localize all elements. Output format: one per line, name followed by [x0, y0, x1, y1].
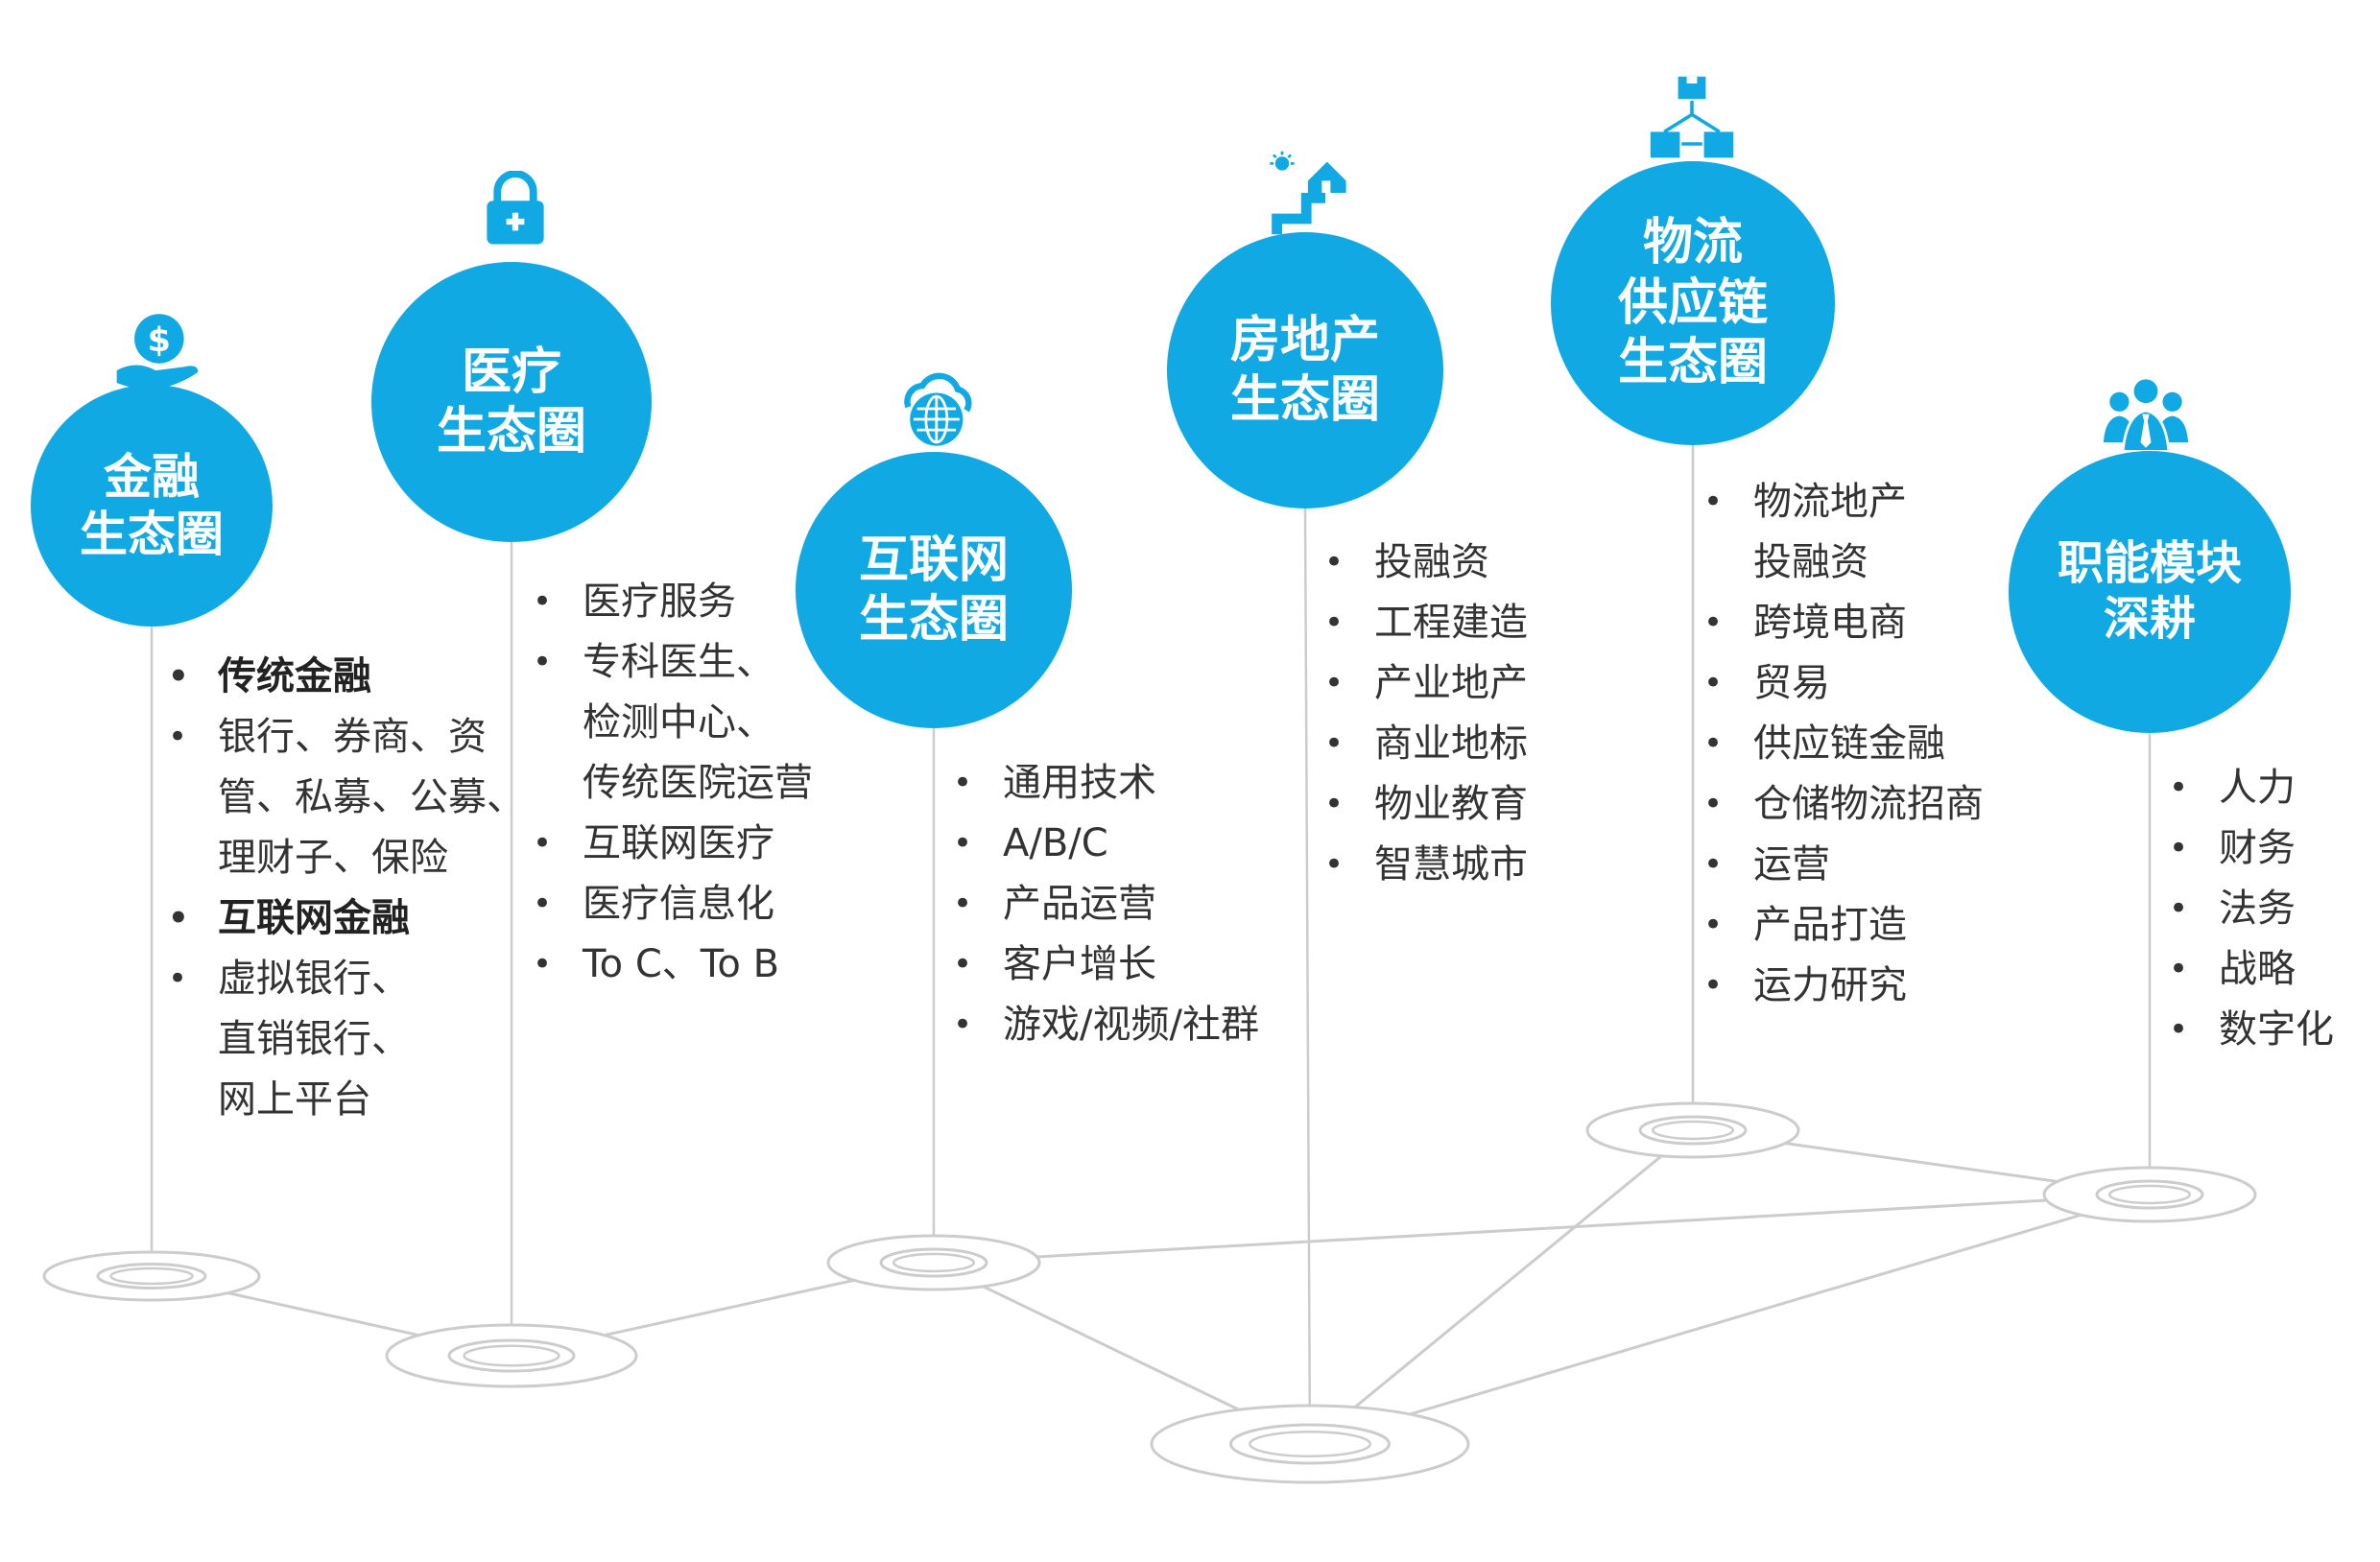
item-list-functions: 人力财务法务战略数字化 [2169, 758, 2361, 1060]
ground-node-realestate [1150, 1404, 1470, 1484]
list-item: 医疗信息化 [533, 874, 859, 935]
list-item: 物流地产 投融资 [1703, 472, 2030, 593]
ecosystem-title: 物流 供应链 生态圈 [1617, 214, 1768, 392]
ecosystem-circle-internet: 互联网 生态圈 [796, 452, 1072, 728]
ecosystem-title: 房地产 生态圈 [1229, 311, 1380, 429]
list-item: 法务 [2169, 879, 2361, 939]
ecosystem-circle-functions: 职能模块 深耕 [2009, 451, 2291, 733]
list-item: 产业地产 [1324, 653, 1631, 714]
ecosystem-circle-logistics: 物流 供应链 生态圈 [1551, 161, 1835, 445]
list-item: 工程建造 [1324, 593, 1631, 653]
item-list-realestate: 投融资工程建造产业地产商业地标物业教育智慧城市 [1324, 532, 1631, 895]
list-item: 互联网金融 [168, 888, 533, 949]
list-item: 传统金融 [168, 647, 533, 707]
item-list-medical: 医疗服务专科医生、 检测中心、 传统医院运营互联网医疗医疗信息化To C、To … [533, 572, 859, 995]
list-item: 运力研究 [1703, 956, 2030, 1016]
list-item: 专科医生、 检测中心、 传统医院运营 [533, 632, 859, 814]
list-item: 银行、券商、资 管、私募、公募、 理财子、保险 [168, 707, 533, 888]
ecosystem-circle-medical: 医疗 生态圈 [371, 262, 652, 542]
item-list-logistics: 物流地产 投融资跨境电商贸易供应链金融仓储物流招商运营产品打造运力研究 [1703, 472, 2030, 1016]
ground-node-logistics [1585, 1101, 1800, 1159]
list-item: 跨境电商 [1703, 593, 2030, 653]
supply-boxes-icon [1649, 75, 1735, 161]
svg-text:$: $ [148, 321, 171, 360]
list-item: To C、To B [533, 935, 859, 995]
ground-node-medical [385, 1323, 638, 1388]
list-item: 虚拟银行、 直销银行、 网上平台 [168, 949, 533, 1130]
list-item: 供应链金融 [1703, 714, 2030, 774]
list-item: 战略 [2169, 939, 2361, 1000]
ground-node-internet [826, 1234, 1041, 1291]
item-list-internet: 通用技术A/B/C产品运营客户增长游戏/视频/社群 [953, 753, 1279, 1055]
stem-line-realestate [1303, 508, 1312, 1445]
list-item: 互联网医疗 [533, 814, 859, 874]
ecosystem-circle-realestate: 房地产 生态圈 [1167, 232, 1443, 509]
ground-node-finance [42, 1250, 261, 1302]
list-item: 投融资 [1324, 532, 1631, 593]
list-item: 客户增长 [953, 935, 1279, 995]
ecosystem-circle-finance: 金融 生态圈 [31, 385, 273, 627]
list-item: 智慧城市 [1324, 835, 1631, 895]
ecosystem-title: 金融 生态圈 [80, 449, 224, 562]
list-item: A/B/C [953, 814, 1279, 874]
ecosystem-title: 互联网 生态圈 [858, 531, 1009, 649]
connection-line-3 [1309, 1128, 1694, 1446]
connection-line-6 [1309, 1193, 2151, 1446]
list-item: 通用技术 [953, 753, 1279, 814]
list-item: 数字化 [2169, 1000, 2361, 1060]
list-item: 财务 [2169, 818, 2361, 879]
list-item: 仓储物流招商 [1703, 774, 2030, 835]
list-item: 贸易 [1703, 653, 2030, 714]
connection-line-4 [933, 1193, 2151, 1265]
list-item: 运营 [1703, 835, 2030, 895]
people-group-icon [2102, 367, 2190, 455]
list-item: 物业教育 [1324, 774, 1631, 835]
money-hand-icon: $ [113, 305, 202, 393]
list-item: 产品打造 [1703, 895, 2030, 956]
house-road-icon [1265, 150, 1351, 236]
ground-node-functions [2042, 1166, 2257, 1223]
list-item: 游戏/视频/社群 [953, 995, 1279, 1055]
list-item: 医疗服务 [533, 572, 859, 632]
item-list-finance: 传统金融银行、券商、资 管、私募、公募、 理财子、保险互联网金融虚拟银行、 直销… [168, 647, 533, 1130]
list-item: 人力 [2169, 758, 2361, 818]
ecosystem-title: 职能模块 深耕 [2057, 536, 2242, 646]
ecosystem-title: 医疗 生态圈 [436, 343, 586, 461]
medical-lock-icon [478, 170, 553, 246]
list-item: 产品运营 [953, 874, 1279, 935]
cloud-globe-icon [891, 365, 979, 453]
list-item: 商业地标 [1324, 714, 1631, 774]
